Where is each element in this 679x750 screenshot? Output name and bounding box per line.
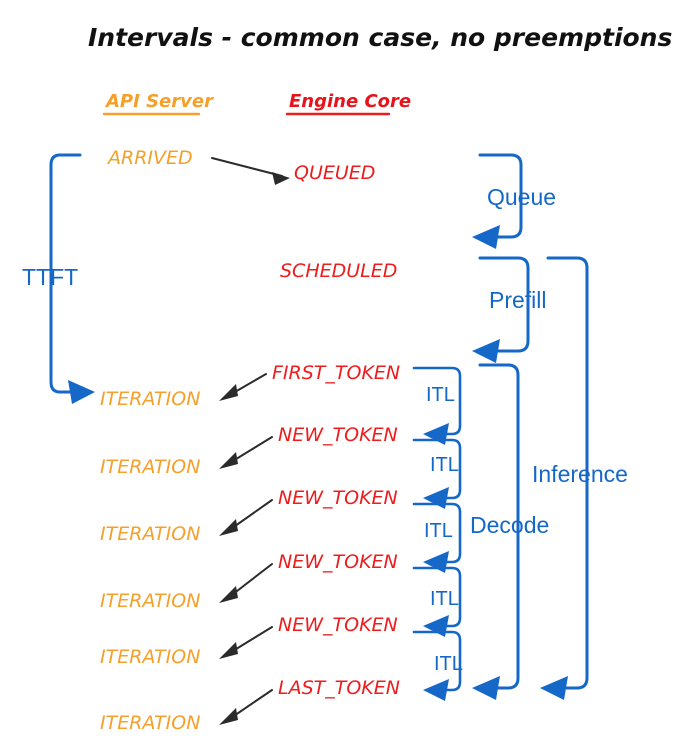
- engine-event-first-token: FIRST_TOKEN: [272, 362, 400, 384]
- engine-event-new-token-4: NEW_TOKEN: [278, 614, 398, 636]
- arrow-new-token-to-iteration-4: [219, 563, 273, 603]
- interval-label-inference: Inference: [532, 461, 628, 487]
- interval-bracket-itl-5: [412, 630, 462, 701]
- interval-label-queue: Queue: [487, 184, 556, 210]
- api-event-iteration-2: ITERATION: [100, 456, 200, 478]
- arrow-arrived-to-queued: [211, 157, 290, 185]
- itl-label-5: ITL: [434, 653, 463, 675]
- api-event-arrived: ARRIVED: [106, 147, 193, 169]
- itl-label-2: ITL: [430, 454, 459, 476]
- interval-label-decode: Decode: [470, 512, 549, 538]
- arrow-new-token-to-iteration-5: [219, 626, 273, 659]
- engine-event-last-token: LAST_TOKEN: [278, 677, 400, 699]
- arrow-last-token-to-iteration-6: [219, 689, 273, 725]
- api-event-iteration-1: ITERATION: [100, 388, 200, 410]
- engine-event-queued: QUEUED: [294, 162, 375, 184]
- column-header-api-server: API Server: [104, 91, 214, 112]
- api-event-iteration-4: ITERATION: [100, 590, 200, 612]
- page-title: Intervals - common case, no preemptions: [88, 23, 672, 52]
- engine-event-new-token-3: NEW_TOKEN: [278, 551, 398, 573]
- interval-bracket-inference: [540, 256, 589, 700]
- interval-bracket-decode: [472, 363, 520, 700]
- arrow-new-token-to-iteration-2: [219, 436, 273, 469]
- arrow-first-token-to-iteration-1: [219, 373, 267, 401]
- engine-event-scheduled: SCHEDULED: [280, 260, 397, 282]
- engine-event-new-token-2: NEW_TOKEN: [278, 487, 398, 509]
- interval-bracket-prefill: [472, 256, 530, 363]
- itl-label-3: ITL: [424, 520, 453, 542]
- column-header-engine-core: Engine Core: [289, 91, 411, 112]
- interval-bracket-ttft: [49, 153, 95, 404]
- itl-label-1: ITL: [426, 384, 455, 406]
- interval-bracket-queue: [472, 153, 523, 249]
- arrow-new-token-to-iteration-3: [219, 499, 273, 536]
- interval-label-ttft: TTFT: [22, 264, 78, 290]
- itl-label-4: ITL: [430, 588, 459, 610]
- api-event-iteration-3: ITERATION: [100, 523, 200, 545]
- interval-label-prefill: Prefill: [489, 287, 547, 313]
- api-event-iteration-5: ITERATION: [100, 646, 200, 668]
- engine-event-new-token-1: NEW_TOKEN: [278, 424, 398, 446]
- api-event-iteration-6: ITERATION: [100, 712, 200, 734]
